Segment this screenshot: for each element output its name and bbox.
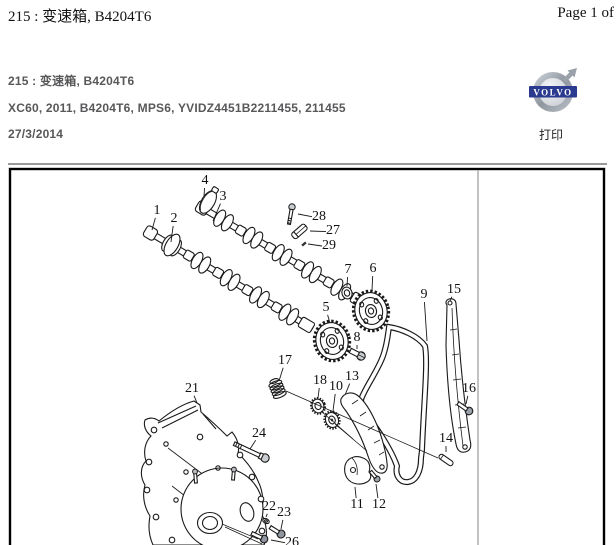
page-number: Page 1 of bbox=[557, 5, 614, 21]
part-label-16: 16 bbox=[462, 381, 476, 396]
exhaust-camshaft bbox=[140, 221, 318, 337]
print-button[interactable]: 打印 bbox=[538, 128, 563, 142]
part-label-26: 26 bbox=[285, 535, 299, 545]
date-line: 27/3/2014 bbox=[8, 127, 64, 141]
dowel-pin-small bbox=[301, 241, 307, 247]
part-label-4: 4 bbox=[202, 173, 209, 188]
logo-wordmark: VOLVO bbox=[533, 88, 572, 98]
part-label-11: 11 bbox=[350, 497, 363, 512]
toothed-ring bbox=[309, 397, 327, 415]
part-label-18: 18 bbox=[313, 373, 327, 388]
part-label-8: 8 bbox=[354, 330, 361, 345]
part-leader-6 bbox=[371, 275, 374, 291]
part-leader-21 bbox=[193, 395, 198, 404]
diagram-frame bbox=[8, 163, 607, 545]
part-leader-12 bbox=[375, 483, 379, 499]
catalog-section-line: 215 : 变速箱, B4204T6 bbox=[8, 74, 135, 88]
page-title: 215 : 变速箱, B4204T6 bbox=[8, 9, 152, 25]
part-label-23: 23 bbox=[277, 505, 291, 520]
part-label-2: 2 bbox=[171, 211, 178, 226]
vehicle-info-line: XC60, 2011, B4204T6, MPS6, YVIDZ4451B221… bbox=[8, 101, 346, 115]
sprocket-bolt bbox=[348, 347, 366, 361]
part-leader-23 bbox=[280, 519, 284, 530]
volvo-logo: VOLVO bbox=[529, 68, 577, 112]
leader-lines bbox=[221, 390, 439, 545]
part-leader-4 bbox=[203, 187, 206, 197]
part-leader-2 bbox=[170, 225, 174, 243]
cam-trigger-disc bbox=[198, 186, 219, 214]
part-leader-17 bbox=[278, 367, 284, 382]
part-leader-11 bbox=[354, 486, 357, 499]
part-leader-3 bbox=[212, 203, 221, 222]
vvt-sprocket-exhaust bbox=[308, 315, 356, 367]
part-label-12: 12 bbox=[372, 497, 386, 512]
part-label-1: 1 bbox=[154, 203, 161, 218]
iron-mark-icon: VOLVO bbox=[529, 68, 577, 112]
cover-bolt-small bbox=[268, 524, 286, 539]
part-label-7: 7 bbox=[345, 262, 352, 277]
part-leader-28 bbox=[297, 213, 313, 218]
part-label-29: 29 bbox=[322, 238, 336, 253]
part-label-15: 15 bbox=[447, 282, 461, 297]
part-label-24: 24 bbox=[252, 426, 266, 441]
cam-lobe-cap bbox=[163, 233, 181, 257]
chain-guide-rail bbox=[340, 392, 388, 474]
part-label-3: 3 bbox=[220, 189, 227, 204]
cam-position-plate bbox=[291, 223, 308, 240]
part-label-21: 21 bbox=[185, 381, 199, 396]
part-label-17: 17 bbox=[278, 353, 292, 368]
part-leader-16 bbox=[465, 395, 469, 405]
part-label-13: 13 bbox=[345, 369, 359, 384]
part-leader-29 bbox=[307, 243, 323, 247]
tensioner-bolt bbox=[368, 469, 381, 483]
tensioner-rail bbox=[445, 298, 472, 453]
part-label-22: 22 bbox=[262, 499, 276, 514]
part-leader-18 bbox=[317, 387, 320, 399]
timing-chain bbox=[358, 323, 430, 486]
sensor-bolt bbox=[286, 203, 296, 226]
part-leader-10 bbox=[332, 393, 336, 412]
rail-bolt bbox=[456, 401, 474, 416]
part-leader-13 bbox=[344, 383, 351, 396]
cover-bolt-lower bbox=[250, 530, 269, 544]
part-leader-26 bbox=[270, 539, 286, 544]
part-leader-24 bbox=[249, 439, 257, 450]
part-label-6: 6 bbox=[370, 261, 377, 276]
part-label-5: 5 bbox=[323, 300, 330, 315]
cam-washer bbox=[341, 286, 353, 300]
part-label-14: 14 bbox=[439, 431, 453, 446]
part-leader-5 bbox=[327, 314, 331, 324]
diagram-art bbox=[140, 186, 474, 545]
part-label-9: 9 bbox=[421, 287, 428, 302]
part-label-27: 27 bbox=[326, 223, 340, 238]
cover-bolt bbox=[232, 441, 270, 463]
part-leader-7 bbox=[346, 276, 349, 287]
dowel-pin bbox=[438, 453, 454, 467]
part-label-28: 28 bbox=[312, 209, 326, 224]
timing-cover bbox=[140, 400, 267, 545]
part-leader-22 bbox=[265, 513, 268, 518]
part-label-10: 10 bbox=[329, 379, 343, 394]
seal-washer bbox=[262, 517, 270, 525]
coil-spring bbox=[268, 377, 287, 399]
part-leader-1 bbox=[151, 217, 156, 231]
chain-tensioner bbox=[344, 456, 372, 485]
part-leader-27 bbox=[309, 230, 327, 233]
part-leader-9 bbox=[423, 301, 428, 342]
part-leader-15 bbox=[449, 296, 453, 302]
